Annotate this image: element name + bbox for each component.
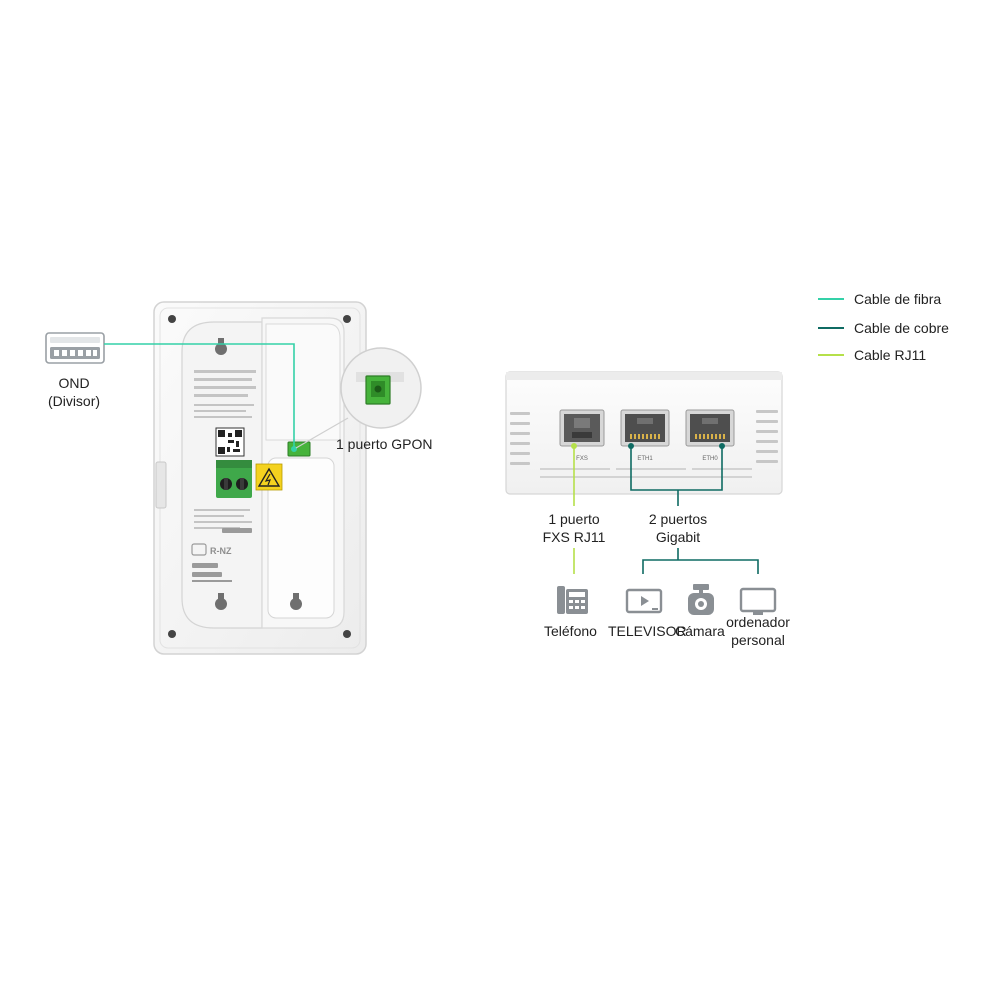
ond-label-line2: (Divisor): [47, 393, 101, 409]
legend-swatch-copper: [818, 327, 844, 329]
copper-cable-bracket-bottom: [642, 559, 759, 574]
port-label-fxs: FXS: [576, 456, 588, 462]
ond-label: OND (Divisor): [38, 374, 110, 410]
fxs-label-line2: FXS RJ11: [542, 529, 606, 545]
port-label-eth1: ETH1: [637, 456, 653, 462]
telephone-icon: [557, 586, 588, 614]
personal-computer-icon: [739, 587, 777, 615]
gigabit-ports-label: 2 puertos Gigabit: [630, 510, 726, 546]
power-terminal-block: [216, 460, 252, 498]
fxs-port: [559, 409, 605, 447]
rj11-cable-endpoint: [571, 443, 577, 449]
legend-item-copper: Cable de cobre: [818, 318, 949, 338]
gigabit-label-line2: Gigabit: [655, 529, 701, 545]
gpon-port-zoom-bubble: [295, 347, 422, 449]
legend-swatch-rj11: [818, 354, 844, 356]
legend-item-rj11: Cable RJ11: [818, 345, 926, 365]
legend-swatch-fiber: [818, 298, 844, 300]
qr-code-icon: [215, 427, 245, 457]
television-icon: [625, 588, 663, 614]
legend-label-fiber: Cable de fibra: [854, 291, 942, 307]
device-label-camera: Cámara: [675, 623, 725, 639]
legend-label-rj11: Cable RJ11: [854, 347, 927, 363]
device-label-pc-line2: personal: [731, 632, 785, 648]
copper-endpoint-eth1: [628, 443, 634, 449]
device-label-pc: ordenador personal: [714, 613, 802, 649]
camera-icon: [688, 584, 714, 615]
legend-label-copper: Cable de cobre: [854, 320, 949, 336]
legend-item-fiber: Cable de fibra: [818, 289, 941, 309]
compliance-marks: [191, 528, 252, 582]
cert-mark-text: R-NZ: [210, 546, 232, 556]
device-label-pc-line1: ordenador: [726, 614, 790, 630]
ond-label-line1: OND: [58, 375, 90, 391]
high-voltage-warning-icon: [255, 463, 283, 491]
back-panel-device: [153, 301, 367, 655]
port-label-eth0: ETH0: [702, 456, 718, 462]
device-label-phone: Teléfono: [544, 623, 597, 639]
ond-splitter-icon: [45, 332, 105, 364]
eth0-port: [685, 409, 735, 447]
fiber-cable-endpoint: [291, 446, 297, 452]
gigabit-label-line1: 2 puertos: [648, 511, 708, 527]
eth1-port: [620, 409, 670, 447]
fxs-label-line1: 1 puerto: [548, 511, 600, 527]
copper-cable-bracket-top: [630, 446, 723, 491]
fiber-cable-line: [104, 343, 295, 447]
device-label-tv: TELEVISOR: [608, 623, 687, 639]
gpon-port-label: 1 puerto GPON: [336, 436, 433, 452]
copper-endpoint-eth0: [719, 443, 725, 449]
fxs-rj11-label: 1 puerto FXS RJ11: [530, 510, 618, 546]
